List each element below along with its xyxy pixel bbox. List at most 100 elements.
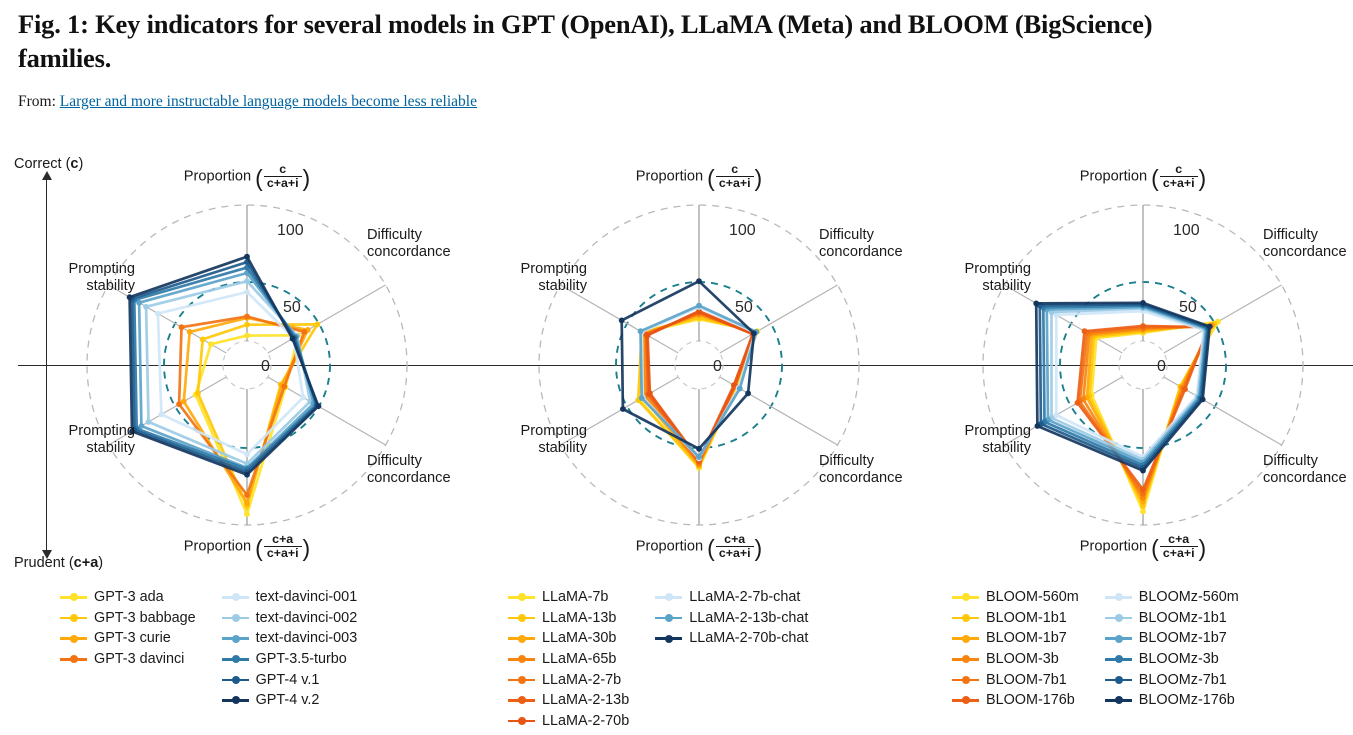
source-prefix: From:	[18, 92, 56, 110]
legend-item[interactable]: LLaMA-65b	[508, 650, 629, 669]
legend-item-label: LLaMA-2-13b	[542, 692, 630, 709]
legend-item[interactable]: BLOOMz-176b	[1104, 691, 1239, 710]
legend-item[interactable]: BLOOMz-560m	[1104, 588, 1239, 607]
legend-item[interactable]: GPT-3 babbage	[60, 609, 196, 628]
legend-item[interactable]: LLaMA-2-13b	[508, 691, 629, 710]
legend-item-label: LLaMA-2-13b-chat	[689, 609, 809, 626]
radial-tick-0: 0	[1157, 358, 1166, 375]
source-line: From: Larger and more instructable langu…	[18, 93, 1338, 111]
legend-item[interactable]: BLOOM-176b	[952, 691, 1079, 710]
legend-item-label: LLaMA-2-7b	[542, 671, 622, 688]
legend-swatch-icon	[221, 612, 249, 624]
legend-swatch-icon	[221, 674, 249, 686]
legend-item[interactable]: LLaMA-2-13b-chat	[655, 609, 808, 628]
legend-swatch-icon	[1104, 591, 1132, 603]
legend-item[interactable]: BLOOMz-1b1	[1104, 609, 1239, 628]
legend-swatch-icon	[1104, 694, 1132, 706]
series-llama-13b	[635, 315, 760, 470]
radial-tick-0: 0	[713, 358, 722, 375]
legend-item-label: GPT-4 v.2	[255, 692, 320, 709]
radial-tick-100: 100	[1173, 222, 1200, 239]
legend-item-label: LLaMA-2-7b-chat	[689, 589, 801, 606]
figure-header: Fig. 1: Key indicators for several model…	[18, 8, 1338, 111]
legend-item-label: BLOOM-1b7	[986, 630, 1067, 647]
legend-swatch-icon	[655, 591, 683, 603]
legend-item-label: LLaMA-65b	[542, 651, 617, 668]
legend-item[interactable]: GPT-3 curie	[60, 629, 196, 648]
legend-item-label: BLOOM-7b1	[986, 671, 1067, 688]
radial-tick-100: 100	[729, 222, 756, 239]
legend-item[interactable]: LLaMA-30b	[508, 629, 629, 648]
legend-item-label: GPT-3.5-turbo	[255, 651, 347, 668]
legend-item[interactable]: text-davinci-003	[221, 629, 357, 648]
legend-item-label: text-davinci-001	[255, 589, 358, 606]
legend-swatch-icon	[952, 653, 979, 665]
legend-item-label: GPT-3 davinci	[94, 651, 185, 668]
legend-item[interactable]: LLaMA-7b	[508, 588, 629, 607]
legend-item[interactable]: LLaMA-2-7b-chat	[655, 588, 808, 607]
legend-item[interactable]: LLaMA-13b	[508, 609, 629, 628]
legend-swatch-icon	[508, 653, 535, 665]
legend-item-label: text-davinci-002	[255, 609, 358, 626]
legend-item[interactable]: BLOOM-3b	[952, 650, 1079, 669]
radial-tick-100: 100	[277, 222, 304, 239]
legend-item-label: BLOOMz-1b7	[1138, 630, 1227, 647]
legend-swatch-icon	[1104, 674, 1132, 686]
legend-swatch-icon	[508, 674, 535, 686]
legend-item[interactable]: GPT-3 ada	[60, 588, 196, 607]
legend-item-label: BLOOMz-176b	[1138, 692, 1235, 709]
horizontal-divider-axis	[18, 365, 1353, 366]
legend-item[interactable]: LLaMA-2-70b-chat	[655, 629, 808, 648]
legend-item-label: LLaMA-13b	[542, 609, 617, 626]
legend-swatch-icon	[655, 632, 683, 644]
page-title: Fig. 1: Key indicators for several model…	[18, 9, 1153, 73]
legend-swatch-icon	[952, 612, 979, 624]
legend-item[interactable]: text-davinci-001	[221, 588, 358, 607]
legend-swatch-icon	[60, 632, 87, 644]
legend-item[interactable]: BLOOMz-3b	[1104, 650, 1239, 669]
legend-swatch-icon	[508, 591, 535, 603]
legend-item-label: GPT-3 curie	[94, 630, 171, 647]
legend-item[interactable]: BLOOM-7b1	[952, 670, 1079, 689]
legend-swatch-icon	[952, 632, 979, 644]
radial-tick-50: 50	[735, 299, 753, 316]
legend-item[interactable]: text-davinci-002	[221, 609, 358, 628]
legend-item[interactable]: BLOOMz-7b1	[1104, 670, 1239, 689]
legend-item[interactable]: BLOOM-560m	[952, 588, 1079, 607]
legend-item[interactable]: BLOOMz-1b7	[1104, 629, 1239, 648]
radial-tick-0: 0	[261, 358, 270, 375]
source-paper-link[interactable]: Larger and more instructable language mo…	[59, 92, 477, 110]
legend-item[interactable]: BLOOM-1b1	[952, 609, 1079, 628]
legend-item[interactable]: LLaMA-2-70b	[508, 712, 629, 731]
legend-item-label: LLaMA-7b	[542, 589, 609, 606]
legend-swatch-icon	[60, 612, 87, 624]
legend-item[interactable]: GPT-4 v.1	[221, 670, 358, 689]
legend-item-label: GPT-3 babbage	[94, 609, 196, 626]
legend-item[interactable]: GPT-4 v.2	[221, 691, 358, 710]
series-gpt-3-curie	[180, 315, 311, 507]
legend-item-label: BLOOM-3b	[986, 651, 1059, 668]
legend-item[interactable]: LLaMA-2-7b	[508, 670, 629, 689]
legend-item[interactable]: BLOOM-1b7	[952, 629, 1079, 648]
legend-item[interactable]: GPT-3 davinci	[60, 650, 196, 669]
legend-swatch-icon	[655, 612, 683, 624]
legend-item-label: GPT-4 v.1	[255, 671, 320, 688]
legend-item[interactable]: GPT-3.5-turbo	[221, 650, 358, 669]
